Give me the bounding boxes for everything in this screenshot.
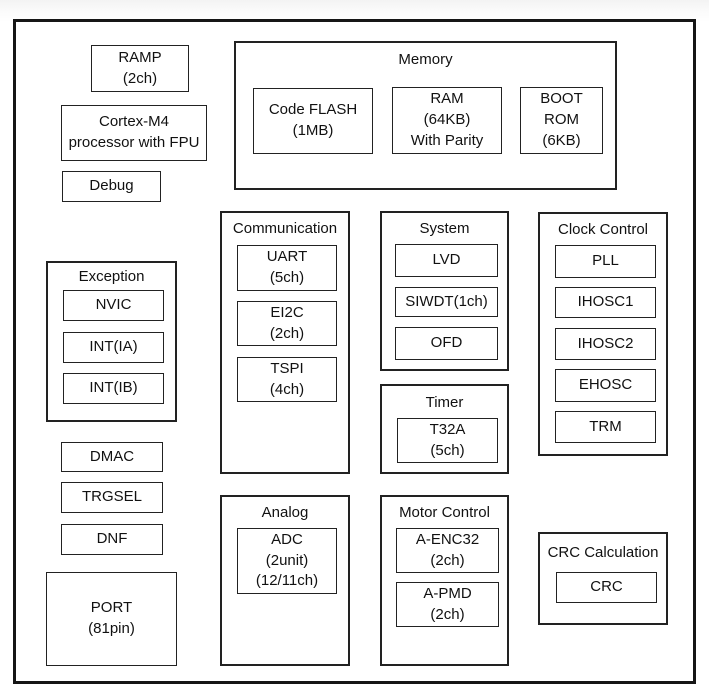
block-a-pmd-line: (2ch) bbox=[430, 605, 465, 623]
block-tspi: TSPI (4ch) bbox=[237, 357, 337, 402]
block-trgsel: TRGSEL bbox=[61, 482, 163, 513]
block-nvic: NVIC bbox=[63, 290, 164, 321]
group-analog: Analog ADC (2unit) (12/11ch) bbox=[220, 495, 350, 666]
block-int-ib-line: INT(IB) bbox=[89, 379, 138, 397]
block-ihosc2-line: IHOSC2 bbox=[577, 334, 634, 352]
block-uart-line: (5ch) bbox=[269, 269, 305, 286]
block-siwdt: SIWDT(1ch) bbox=[395, 287, 498, 317]
block-trm: TRM bbox=[555, 411, 656, 443]
block-dmac-line: DMAC bbox=[89, 447, 135, 465]
block-lvd: LVD bbox=[395, 244, 498, 277]
block-ihosc2: IHOSC2 bbox=[555, 328, 656, 360]
block-ofd: OFD bbox=[395, 327, 498, 360]
group-analog-title: Analog bbox=[261, 504, 309, 521]
group-system-title: System bbox=[419, 220, 470, 237]
block-pll: PLL bbox=[555, 245, 656, 278]
block-adc-line: (12/11ch) bbox=[255, 572, 319, 590]
block-adc-line: ADC bbox=[271, 530, 303, 548]
block-ram: RAM (64KB) With Parity bbox=[392, 87, 502, 154]
group-timer-title: Timer bbox=[425, 394, 464, 411]
block-ram-line: With Parity bbox=[410, 131, 484, 149]
block-a-enc32-line: A-ENC32 bbox=[415, 530, 480, 548]
group-clock-control: Clock Control PLL IHOSC1 IHOSC2 EHOSC TR… bbox=[538, 212, 668, 456]
block-ei2c-line: EI2C bbox=[270, 303, 304, 321]
block-int-ib: INT(IB) bbox=[63, 373, 164, 404]
block-cortex-m4-line: processor with FPU bbox=[68, 134, 200, 151]
mcu-block-diagram-frame: RAMP (2ch) Cortex-M4 processor with FPU … bbox=[13, 19, 696, 684]
group-motor-control-title: Motor Control bbox=[399, 504, 490, 521]
block-a-pmd: A-PMD (2ch) bbox=[396, 582, 499, 627]
block-ehosc: EHOSC bbox=[555, 369, 656, 402]
diagram-canvas: RAMP (2ch) Cortex-M4 processor with FPU … bbox=[16, 22, 693, 681]
group-exception: Exception NVIC INT(IA) INT(IB) bbox=[46, 261, 177, 422]
block-int-ia-line: INT(IA) bbox=[89, 338, 138, 356]
block-ramp: RAMP (2ch) bbox=[91, 45, 189, 92]
block-port-line: (81pin) bbox=[88, 620, 135, 637]
block-trgsel-line: TRGSEL bbox=[81, 488, 142, 506]
block-dmac: DMAC bbox=[61, 442, 163, 472]
block-port-line: PORT bbox=[90, 599, 133, 617]
block-pll-line: PLL bbox=[592, 252, 619, 270]
block-cortex-m4-line: Cortex-M4 bbox=[98, 113, 169, 131]
block-ihosc1: IHOSC1 bbox=[555, 287, 656, 318]
block-ram-line: RAM bbox=[430, 90, 464, 108]
group-crc-calculation: CRC Calculation CRC bbox=[538, 532, 668, 625]
group-motor-control: Motor Control A-ENC32 (2ch) A-PMD (2ch) bbox=[380, 495, 509, 666]
block-int-ia: INT(IA) bbox=[63, 332, 164, 363]
block-debug: Debug bbox=[62, 171, 161, 202]
block-crc: CRC bbox=[556, 572, 657, 603]
block-boot-rom-line: ROM bbox=[544, 111, 579, 129]
block-siwdt-line: SIWDT(1ch) bbox=[405, 292, 488, 310]
block-code-flash-line: (1MB) bbox=[292, 122, 334, 139]
block-t32a-line: T32A bbox=[429, 420, 466, 438]
block-lvd-line: LVD bbox=[432, 251, 461, 269]
block-boot-rom-line: BOOT bbox=[540, 90, 583, 108]
block-t32a-line: (5ch) bbox=[430, 441, 465, 459]
block-dnf: DNF bbox=[61, 524, 163, 555]
group-timer: Timer T32A (5ch) bbox=[380, 384, 509, 474]
group-communication-title: Communication bbox=[232, 220, 338, 237]
block-a-enc32: A-ENC32 (2ch) bbox=[396, 528, 499, 573]
block-ram-line: (64KB) bbox=[423, 111, 471, 129]
block-uart-line: UART bbox=[266, 248, 308, 266]
block-a-enc32-line: (2ch) bbox=[430, 551, 465, 569]
block-a-pmd-line: A-PMD bbox=[423, 584, 472, 602]
block-uart: UART (5ch) bbox=[237, 245, 337, 291]
block-adc-line: (2unit) bbox=[265, 551, 309, 569]
block-dnf-line: DNF bbox=[96, 530, 128, 548]
block-tspi-line: (4ch) bbox=[269, 380, 305, 398]
block-crc-line: CRC bbox=[590, 578, 623, 596]
block-tspi-line: TSPI bbox=[270, 359, 304, 377]
group-memory-title: Memory bbox=[398, 51, 453, 68]
block-nvic-line: NVIC bbox=[95, 296, 132, 314]
block-ei2c-line: (2ch) bbox=[269, 324, 305, 342]
block-ihosc1-line: IHOSC1 bbox=[577, 293, 634, 311]
group-crc-calculation-title: CRC Calculation bbox=[547, 544, 659, 561]
group-system: System LVD SIWDT(1ch) OFD bbox=[380, 211, 509, 371]
block-ehosc-line: EHOSC bbox=[578, 376, 633, 394]
group-memory: Memory Code FLASH (1MB) RAM (64KB) With … bbox=[234, 41, 617, 190]
block-trm-line: TRM bbox=[589, 417, 622, 435]
block-adc: ADC (2unit) (12/11ch) bbox=[237, 528, 337, 594]
block-ramp-line: RAMP bbox=[118, 48, 162, 66]
block-t32a: T32A (5ch) bbox=[397, 418, 498, 463]
block-cortex-m4: Cortex-M4 processor with FPU bbox=[61, 105, 207, 161]
block-boot-rom-line: (6KB) bbox=[542, 131, 581, 149]
block-ramp-line: (2ch) bbox=[122, 69, 158, 87]
block-code-flash-line: Code FLASH bbox=[268, 101, 358, 119]
block-port: PORT (81pin) bbox=[46, 572, 177, 666]
group-exception-title: Exception bbox=[78, 268, 145, 285]
block-ei2c: EI2C (2ch) bbox=[237, 301, 337, 346]
group-clock-control-title: Clock Control bbox=[557, 221, 649, 238]
block-boot-rom: BOOT ROM (6KB) bbox=[520, 87, 603, 154]
block-ofd-line: OFD bbox=[430, 334, 463, 352]
block-code-flash: Code FLASH (1MB) bbox=[253, 88, 373, 154]
block-debug-line: Debug bbox=[89, 177, 134, 195]
group-communication: Communication UART (5ch) EI2C (2ch) TSPI… bbox=[220, 211, 350, 474]
